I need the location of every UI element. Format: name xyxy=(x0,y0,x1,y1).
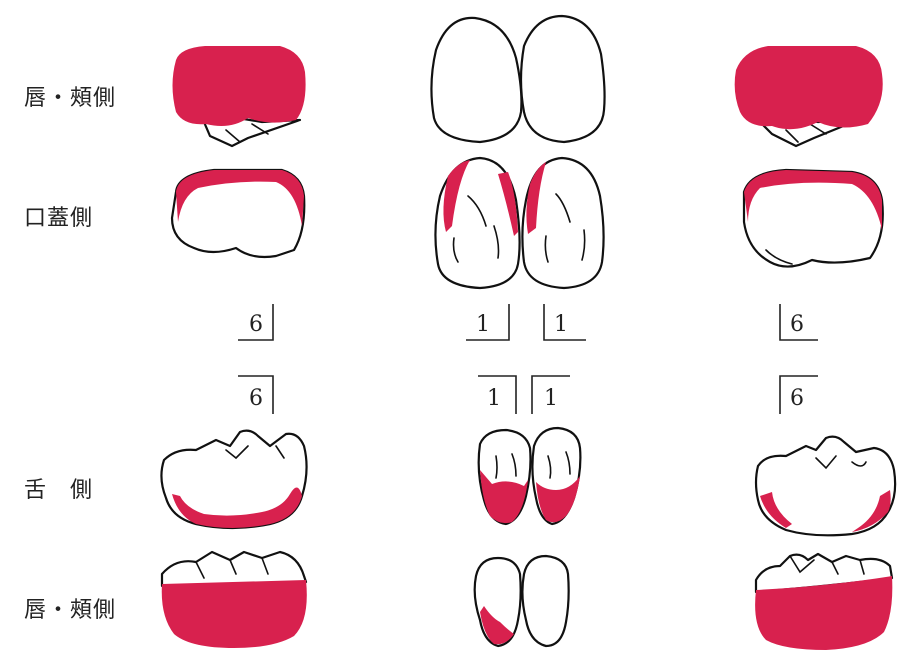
upper-central-incisors-palatal xyxy=(435,158,603,288)
lower-left-molar-lingual xyxy=(756,437,895,536)
lower-left-incisor-notation: 1 xyxy=(532,376,570,414)
upper-right-incisor-notation: 1 xyxy=(466,304,509,340)
lower-right-molar-buccal xyxy=(162,552,307,648)
lower-right-incisor-notation: 1 xyxy=(478,376,516,414)
upper-left-incisor-notation: 1 xyxy=(544,304,586,340)
tooth-number-label: 6 xyxy=(249,386,263,411)
tooth-number-label: 6 xyxy=(790,312,804,337)
tooth-number-label: 6 xyxy=(249,312,263,337)
lower-right-molar-lingual xyxy=(161,431,306,528)
tooth-number-label: 1 xyxy=(476,312,490,337)
upper-central-incisors-labial xyxy=(431,16,604,142)
lower-left-molar-buccal xyxy=(755,554,892,650)
upper-left-molar-notation: 6 xyxy=(780,304,818,340)
tooth-number-label: 6 xyxy=(790,386,804,411)
upper-right-molar-notation: 6 xyxy=(238,304,273,340)
tooth-number-label: 1 xyxy=(487,386,501,411)
lower-left-molar-notation: 6 xyxy=(780,376,818,414)
upper-left-molar-buccal xyxy=(735,46,883,146)
upper-left-molar-palatal xyxy=(744,170,883,267)
lower-central-incisors-labial xyxy=(475,556,569,646)
upper-right-molar-buccal xyxy=(173,46,306,146)
upper-right-molar-palatal xyxy=(172,170,304,257)
tooth-number-label: 1 xyxy=(544,386,558,411)
lower-right-molar-notation: 6 xyxy=(238,376,273,414)
lower-central-incisors-lingual xyxy=(479,428,581,524)
tooth-number-label: 1 xyxy=(554,312,568,337)
